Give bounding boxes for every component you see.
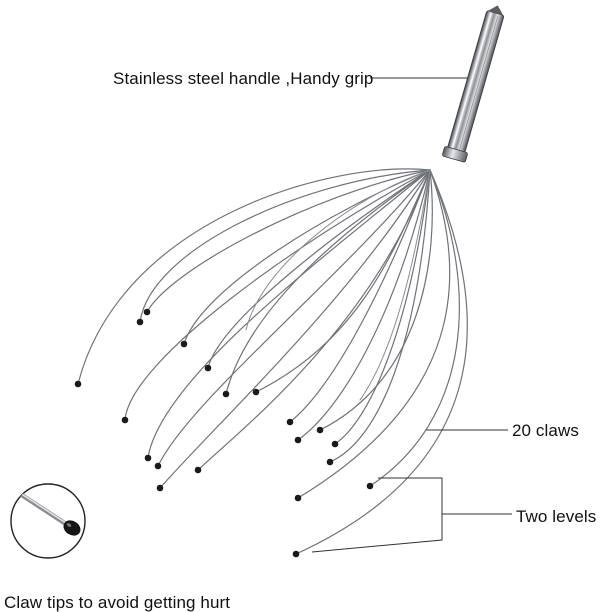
levels-label: Two levels — [516, 507, 597, 526]
leader-lines — [311, 77, 512, 553]
levels-bracket-line — [311, 477, 443, 553]
claw-tip-magnifier-icon — [10, 483, 86, 559]
claw-tips — [74, 308, 374, 558]
handle-label: Stainless steel handle ,Handy grip — [113, 69, 374, 88]
claws-label: 20 claws — [512, 421, 579, 440]
tips-label: Claw tips to avoid getting hurt — [4, 593, 231, 612]
claw-wires — [77, 168, 468, 555]
stainless-steel-handle — [442, 5, 505, 163]
